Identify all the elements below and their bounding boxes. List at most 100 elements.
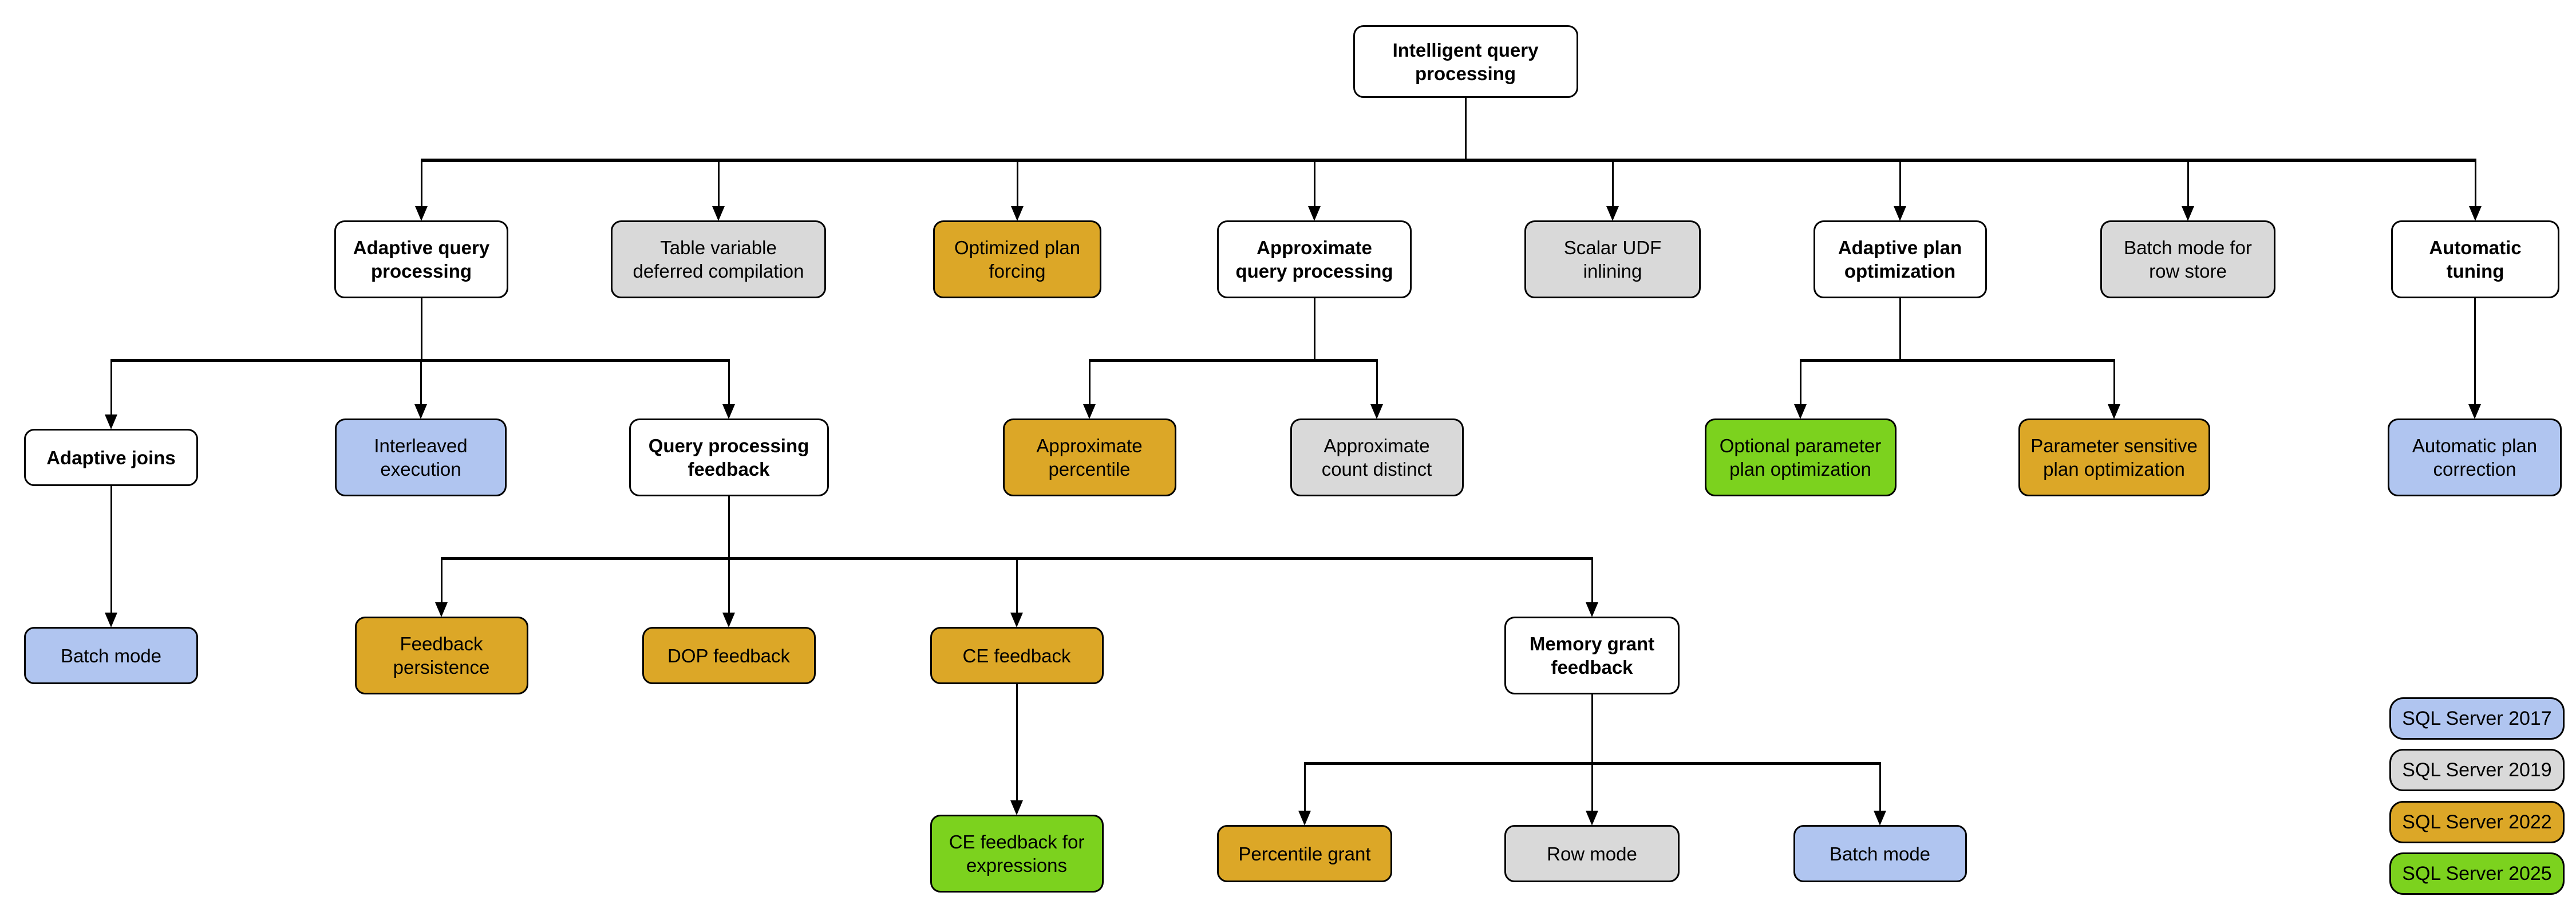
arrowhead-down-icon — [2468, 404, 2481, 419]
node-optimized-plan-forcing: Optimized plan forcing — [933, 220, 1101, 298]
node-row-mode: Row mode — [1504, 825, 1680, 882]
node-label-ce-feedback-expressions: CE feedback for expressions — [949, 831, 1085, 876]
node-label-approximate-query-processing: Approximate query processing — [1235, 237, 1393, 282]
node-scalar-udf-inlining: Scalar UDF inlining — [1524, 220, 1701, 298]
arrowhead-down-icon — [1894, 206, 1906, 221]
arrowhead-down-icon — [1874, 811, 1886, 826]
node-batch-mode-row-store: Batch mode for row store — [2100, 220, 2275, 298]
connector-line — [440, 558, 442, 604]
arrowhead-down-icon — [415, 206, 428, 221]
node-label-batch-mode-row-store: Batch mode for row store — [2124, 237, 2252, 282]
connector-line — [420, 160, 422, 208]
arrowhead-down-icon — [1370, 404, 1383, 419]
node-label-ce-feedback: CE feedback — [962, 645, 1071, 666]
arrowhead-down-icon — [1586, 602, 1598, 617]
connector-line — [110, 360, 112, 416]
node-label-dop-feedback: DOP feedback — [667, 645, 791, 666]
node-label-automatic-tuning: Automatic tuning — [2429, 237, 2522, 282]
node-approximate-query-processing: Approximate query processing — [1217, 220, 1412, 298]
connector-line — [1899, 160, 1901, 208]
connector-line — [1899, 298, 1901, 360]
node-adaptive-query-processing: Adaptive query processing — [334, 220, 508, 298]
node-ce-feedback-expressions: CE feedback for expressions — [930, 815, 1104, 893]
node-label-query-processing-feedback: Query processing feedback — [648, 435, 809, 480]
node-label-batch-mode-adaptive-joins: Batch mode — [60, 645, 162, 666]
connector-line — [1799, 360, 1801, 406]
connector-line — [1088, 360, 1091, 406]
legend-sql-server-2022: SQL Server 2022 — [2389, 801, 2565, 843]
node-adaptive-plan-optimization: Adaptive plan optimization — [1813, 220, 1987, 298]
node-interleaved-execution: Interleaved execution — [335, 418, 507, 496]
legend-label: SQL Server 2019 — [2402, 759, 2552, 781]
node-table-variable-deferred-compilation: Table variable deferred compilation — [611, 220, 826, 298]
arrowhead-down-icon — [712, 206, 725, 221]
node-percentile-grant: Percentile grant — [1217, 825, 1392, 882]
node-label-scalar-udf-inlining: Scalar UDF inlining — [1563, 237, 1662, 282]
arrowhead-down-icon — [1010, 800, 1023, 815]
connector-line — [1591, 558, 1593, 604]
node-approximate-count-distinct: Approximate count distinct — [1290, 418, 1464, 496]
arrowhead-down-icon — [1308, 206, 1321, 221]
node-batch-mode-memory-grant: Batch mode — [1793, 825, 1967, 882]
connector-line — [1303, 763, 1306, 812]
connector-line — [1611, 160, 1614, 208]
node-label-adaptive-plan-optimization: Adaptive plan optimization — [1838, 237, 1962, 282]
node-label-row-mode: Row mode — [1547, 843, 1637, 864]
connector-line — [2474, 160, 2476, 208]
arrowhead-down-icon — [1298, 811, 1311, 826]
arrowhead-down-icon — [1083, 404, 1096, 419]
connector-line — [1016, 684, 1018, 802]
node-label-batch-mode-memory-grant: Batch mode — [1829, 843, 1931, 864]
node-approximate-percentile: Approximate percentile — [1002, 418, 1176, 496]
arrowhead-down-icon — [1010, 613, 1023, 627]
connector-line — [1799, 358, 2115, 362]
arrowhead-down-icon — [1586, 811, 1598, 826]
connector-line — [1016, 160, 1018, 208]
arrowhead-down-icon — [722, 404, 735, 419]
node-label-optional-parameter-plan-optimization: Optional parameter plan optimization — [1719, 435, 1882, 480]
connector-line — [420, 360, 422, 406]
node-label-table-variable-deferred-compilation: Table variable deferred compilation — [633, 237, 804, 282]
node-parameter-sensitive-plan-optimization: Parameter sensitive plan optimization — [2018, 418, 2210, 496]
node-label-parameter-sensitive-plan-optimization: Parameter sensitive plan optimization — [2030, 435, 2198, 480]
connector-line — [2113, 360, 2115, 406]
arrowhead-down-icon — [1011, 206, 1024, 221]
connector-line — [1088, 358, 1378, 362]
arrowhead-down-icon — [2182, 206, 2194, 221]
node-label-optimized-plan-forcing: Optimized plan forcing — [954, 237, 1081, 282]
arrowhead-down-icon — [1794, 404, 1807, 419]
arrowhead-down-icon — [435, 602, 448, 617]
node-memory-grant-feedback: Memory grant feedback — [1504, 617, 1680, 694]
connector-line — [420, 159, 2476, 162]
connector-line — [1591, 763, 1593, 812]
legend-sql-server-2025: SQL Server 2025 — [2389, 852, 2565, 895]
legend-label: SQL Server 2022 — [2402, 811, 2552, 833]
node-label-memory-grant-feedback: Memory grant feedback — [1529, 633, 1655, 678]
node-automatic-plan-correction: Automatic plan correction — [2388, 418, 2562, 496]
legend-sql-server-2017: SQL Server 2017 — [2389, 697, 2565, 740]
arrowhead-down-icon — [105, 613, 117, 627]
node-label-root: Intelligent query processing — [1392, 39, 1539, 84]
node-label-approximate-percentile: Approximate percentile — [1036, 435, 1143, 480]
arrowhead-down-icon — [2469, 206, 2482, 221]
connector-line — [717, 160, 720, 208]
node-ce-feedback: CE feedback — [930, 627, 1104, 684]
connector-line — [1879, 763, 1881, 812]
node-batch-mode-adaptive-joins: Batch mode — [24, 627, 198, 684]
arrowhead-down-icon — [105, 414, 117, 429]
arrowhead-down-icon — [1606, 206, 1619, 221]
node-label-percentile-grant: Percentile grant — [1238, 843, 1371, 864]
connector-line — [1591, 694, 1593, 763]
node-label-adaptive-joins: Adaptive joins — [46, 447, 176, 468]
node-query-processing-feedback: Query processing feedback — [629, 418, 829, 496]
node-adaptive-joins: Adaptive joins — [24, 429, 198, 486]
node-label-automatic-plan-correction: Automatic plan correction — [2412, 435, 2538, 480]
connector-line — [2187, 160, 2189, 208]
node-optional-parameter-plan-optimization: Optional parameter plan optimization — [1704, 418, 1897, 496]
connector-line — [1376, 360, 1378, 406]
connector-line — [1464, 98, 1467, 160]
connector-line — [728, 360, 730, 406]
node-dop-feedback: DOP feedback — [642, 627, 816, 684]
legend-sql-server-2019: SQL Server 2019 — [2389, 749, 2565, 791]
